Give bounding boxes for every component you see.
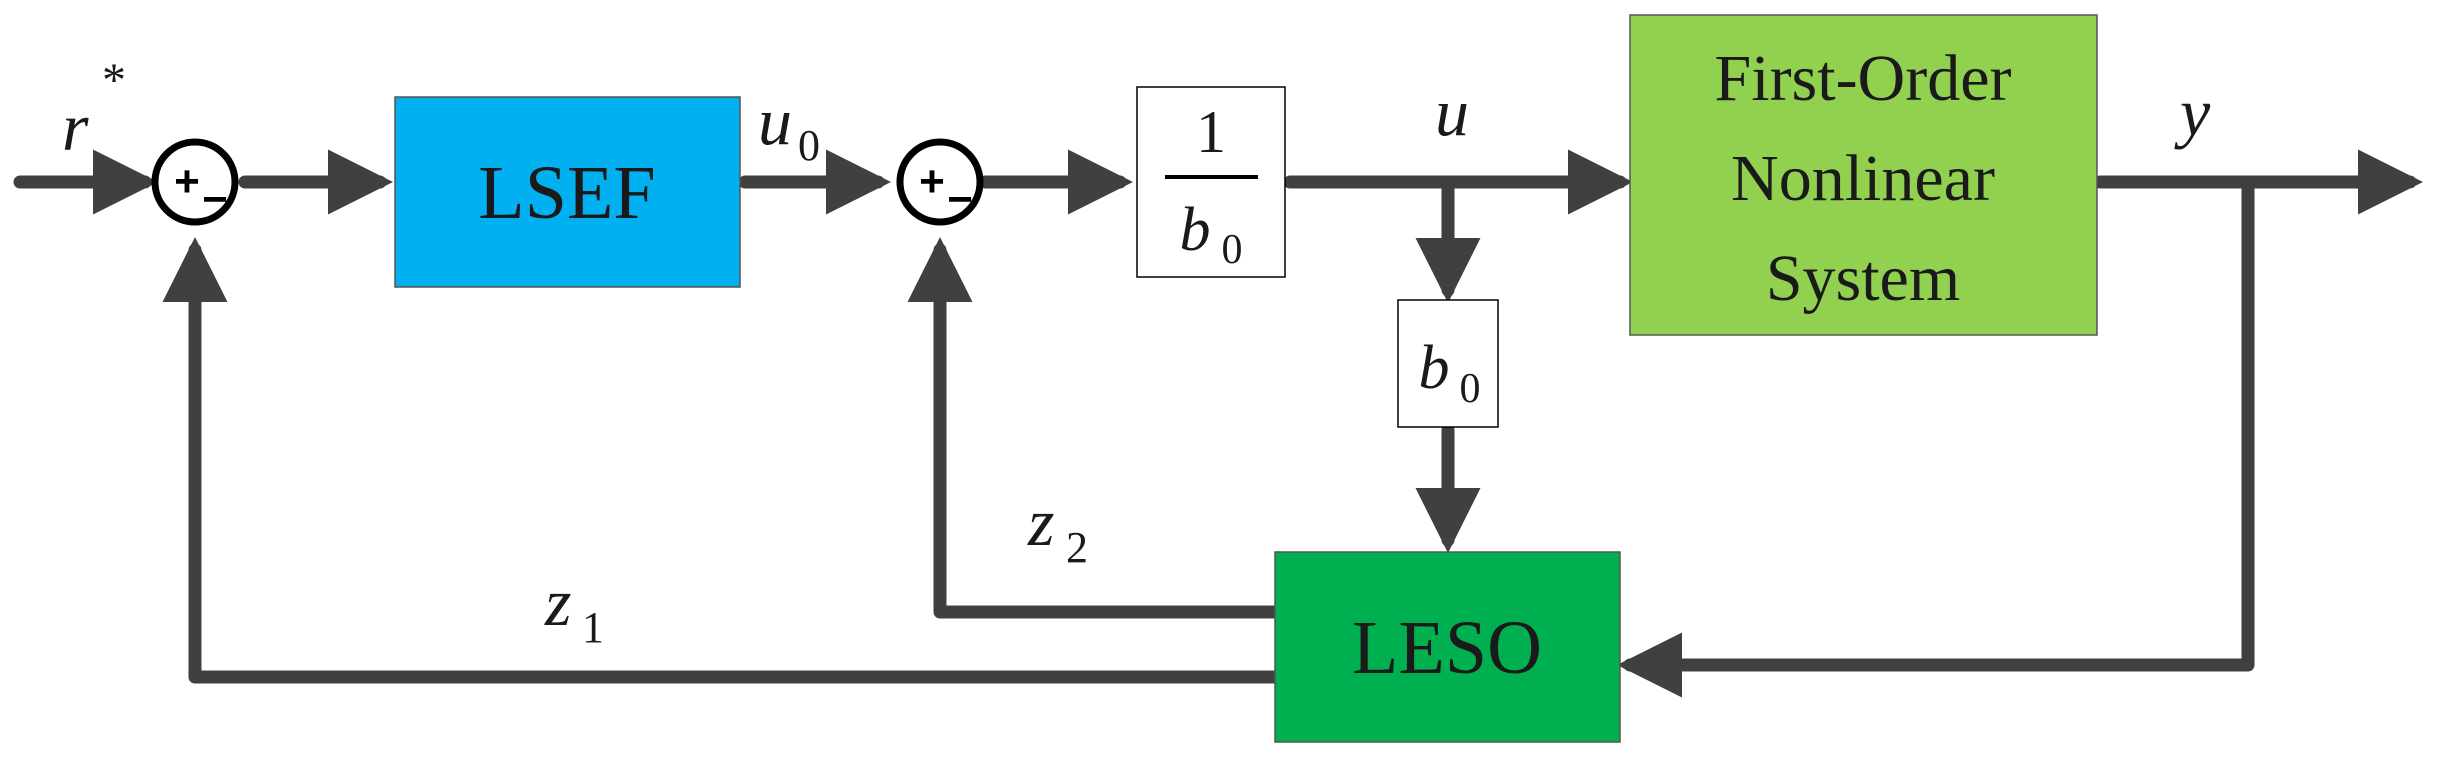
b0-gain-block: b 0 xyxy=(1397,299,1499,428)
z2-var: z xyxy=(1027,484,1054,560)
sum1-minus-sign: − xyxy=(202,175,228,224)
signal-u: u xyxy=(1435,74,1469,150)
inverse-gain-denominator: b xyxy=(1180,196,1211,264)
u-var: u xyxy=(1435,74,1469,150)
leso-box xyxy=(1274,551,1621,743)
wire-z2-feedback xyxy=(907,237,1282,619)
wire-z1-feedback xyxy=(162,237,1282,684)
plant-box xyxy=(1629,14,2098,336)
sum2-plus-sign: + xyxy=(919,157,945,206)
z2-sub: 2 xyxy=(1066,523,1088,572)
z1-var: z xyxy=(544,564,571,640)
sum2-minus-sign: − xyxy=(947,175,973,224)
inverse-gain-block: 1 b 0 xyxy=(1136,86,1286,278)
z1-sub: 1 xyxy=(582,603,604,652)
signal-y: y xyxy=(2174,74,2211,150)
u0-var: u xyxy=(758,83,792,159)
signal-z2: z 2 xyxy=(1027,484,1088,572)
summing-junction-1: + − xyxy=(151,138,239,226)
signal-z1: z 1 xyxy=(544,564,604,652)
y-var: y xyxy=(2174,74,2211,150)
lsef-box xyxy=(394,96,741,288)
sum1-plus-sign: + xyxy=(174,157,200,206)
wire-y-to-leso xyxy=(1617,175,2255,698)
u0-sub: 0 xyxy=(798,121,820,170)
leso-label: LESO xyxy=(1352,606,1542,690)
b0-gain-sub: 0 xyxy=(1460,366,1481,412)
b0-gain-var: b xyxy=(1419,334,1450,402)
plant-label-line-3: System xyxy=(1766,242,1960,315)
signal-r-star: r * xyxy=(62,54,126,165)
summing-junction-2: + − xyxy=(896,138,984,226)
r-star-sup: * xyxy=(102,54,126,107)
plant-label-line-1: First-Order xyxy=(1715,42,2012,115)
plant-block: First-Order Nonlinear System xyxy=(1629,14,2098,336)
lsef-label: LSEF xyxy=(478,151,655,235)
inverse-gain-numerator: 1 xyxy=(1196,99,1226,165)
leso-block: LESO xyxy=(1274,551,1621,743)
r-star-var: r xyxy=(62,89,89,165)
lsef-block: LSEF xyxy=(394,96,741,288)
plant-label-line-2: Nonlinear xyxy=(1731,142,1995,215)
signal-u0: u 0 xyxy=(758,83,820,170)
inverse-gain-denominator-sub: 0 xyxy=(1222,227,1243,273)
